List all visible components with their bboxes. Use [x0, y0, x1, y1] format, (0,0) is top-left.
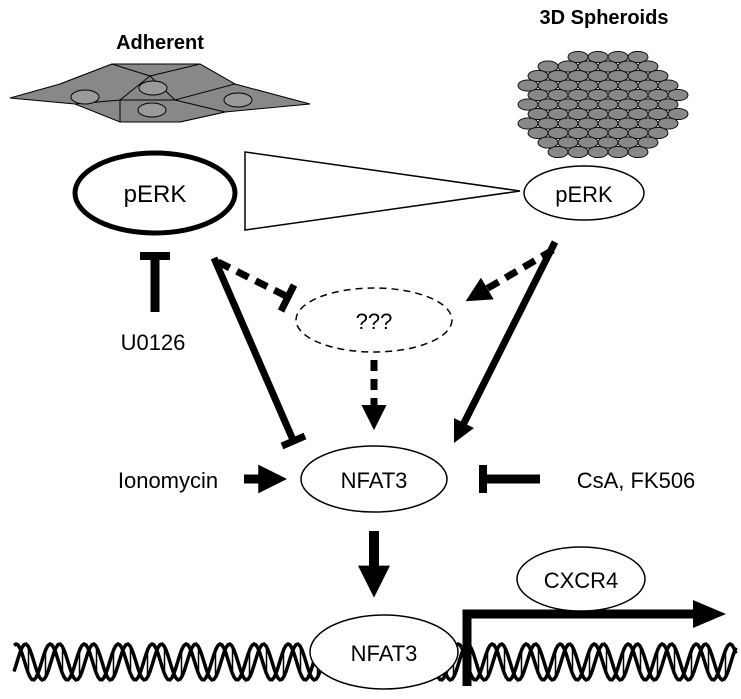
transcription-arrow — [462, 609, 697, 686]
u0126-label: U0126 — [121, 330, 186, 355]
perk-spheroids-to-unknown-dashed-arrow — [465, 246, 555, 302]
cxcr4-node — [516, 546, 646, 612]
perk-gradient-triangle — [244, 151, 521, 231]
unknown-mediator-node — [295, 287, 453, 353]
spheroids-header: 3D Spheroids — [540, 7, 669, 29]
nfat3-cytoplasm-node — [300, 445, 448, 513]
unknown-mediator-label: ??? — [356, 309, 393, 334]
perk-to-unknown-dashed-inhibition — [216, 258, 290, 301]
nfat3-dna-label: NFAT3 — [351, 641, 418, 666]
transcription-arrowhead — [693, 600, 726, 628]
csa-fk506-label: CsA, FK506 — [577, 468, 696, 493]
cxcr4-label: CXCR4 — [544, 568, 619, 593]
spheroid-cluster-icon — [517, 50, 689, 159]
dashed-inhibition-bar — [277, 283, 298, 313]
adherent-cells-icon — [9, 63, 311, 123]
perk-to-nfat3-inhibition — [210, 256, 297, 442]
perk-to-nfat3-inhibition-bar — [280, 432, 307, 450]
perk-adherent-label: pERK — [124, 181, 187, 208]
nfat3-dna-node — [309, 614, 459, 690]
perk-spheroids-to-nfat3-arrow — [453, 240, 559, 444]
perk-adherent-node — [72, 150, 238, 236]
perk-spheroids-node — [523, 165, 645, 221]
adherent-header: Adherent — [116, 32, 204, 54]
perk-spheroids-label: pERK — [555, 182, 613, 207]
ionomycin-label: Ionomycin — [118, 468, 218, 493]
nfat3-cytoplasm-label: NFAT3 — [341, 468, 408, 493]
